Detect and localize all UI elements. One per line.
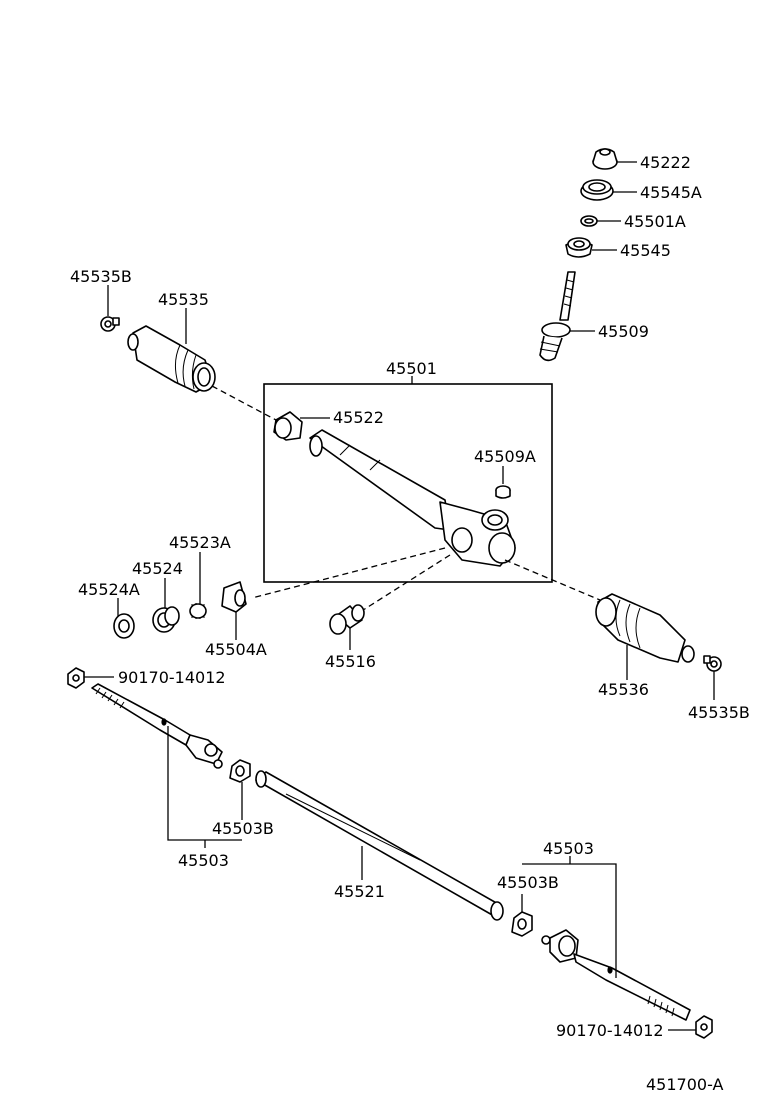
housing-assembly-frame xyxy=(263,383,553,583)
rack-housing xyxy=(309,429,516,567)
label-45545: 45545 xyxy=(620,241,671,260)
label-45509A: 45509A xyxy=(474,447,536,466)
dash-to-yoke xyxy=(251,547,446,599)
washer-45503B-right xyxy=(511,911,533,937)
oil-seal-45545A xyxy=(580,179,614,201)
boot-45536 xyxy=(595,593,695,663)
boot-clamp-45535B-right xyxy=(703,655,722,672)
label-45509: 45509 xyxy=(598,322,649,341)
label-90170-right: 90170-14012 xyxy=(556,1021,664,1040)
bracket-45503-left xyxy=(167,726,242,841)
label-45222: 45222 xyxy=(640,153,691,172)
dash-left-boot xyxy=(211,385,277,421)
dash-right-boot xyxy=(504,559,601,601)
lock-nut-45524A xyxy=(113,613,135,639)
plug-45509A xyxy=(495,485,511,499)
spring-45523A xyxy=(189,603,207,619)
label-45501: 45501 xyxy=(386,359,437,378)
label-45536: 45536 xyxy=(598,680,649,699)
bearing-45545 xyxy=(565,237,593,258)
label-45535: 45535 xyxy=(158,290,209,309)
washer-45503B-left xyxy=(229,759,251,783)
diagram-id: 451700-A xyxy=(646,1075,724,1094)
boot-45535 xyxy=(127,325,216,393)
nut-90170-left xyxy=(67,667,85,689)
tie-rod-end-right xyxy=(541,929,691,1021)
dash-to-sleeve xyxy=(359,554,451,613)
spring-cap-45524 xyxy=(152,606,180,633)
label-45501A: 45501A xyxy=(624,212,686,231)
bracket-45503-right xyxy=(522,863,617,978)
snap-ring-45501A xyxy=(580,215,598,227)
pinion-shaft-45509 xyxy=(539,271,576,362)
boot-clamp-45535B-top xyxy=(100,316,120,332)
label-45545A: 45545A xyxy=(640,183,702,202)
label-45522: 45522 xyxy=(333,408,384,427)
label-45524A: 45524A xyxy=(78,580,140,599)
nut-90170-right xyxy=(695,1015,713,1039)
label-45503B-left: 45503B xyxy=(212,819,274,838)
label-45521: 45521 xyxy=(334,882,385,901)
bearing-cap-45222 xyxy=(592,148,618,170)
label-45504A: 45504A xyxy=(205,640,267,659)
label-45524: 45524 xyxy=(132,559,183,578)
label-45503-left: 45503 xyxy=(178,851,229,870)
label-45523A: 45523A xyxy=(169,533,231,552)
tie-rod-end-left xyxy=(91,683,223,769)
sleeve-45516 xyxy=(329,604,365,635)
label-45516: 45516 xyxy=(325,652,376,671)
label-45535B-top: 45535B xyxy=(70,267,132,286)
bushing-45522 xyxy=(273,411,303,441)
rack-45521 xyxy=(255,770,504,921)
label-45503-right: 45503 xyxy=(543,839,594,858)
label-45503B-right: 45503B xyxy=(497,873,559,892)
rack-guide-45504A xyxy=(221,581,247,613)
label-90170-left: 90170-14012 xyxy=(118,668,226,687)
label-45535B-right: 45535B xyxy=(688,703,750,722)
